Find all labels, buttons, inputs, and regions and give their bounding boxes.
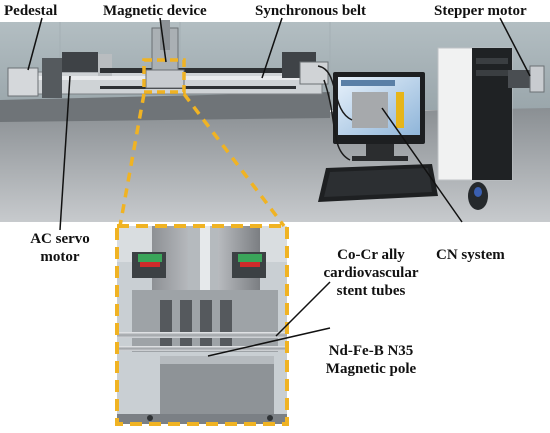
servo-motor-body — [42, 58, 62, 98]
label-pedestal: Pedestal — [4, 3, 58, 19]
synchronous-belt — [100, 68, 296, 73]
label-stent-line3: stent tubes — [336, 283, 406, 299]
label-stent-line2: cardiovascular — [323, 265, 419, 281]
label-band — [0, 0, 550, 22]
magnetic-pole-block — [160, 356, 274, 414]
pedestal-end-block — [7, 67, 39, 97]
label-stepper-motor: Stepper motor — [434, 3, 527, 19]
label-ac-servo-line2: motor — [40, 249, 80, 265]
stent-tube — [117, 332, 287, 338]
monitor-stand — [366, 144, 394, 158]
zoom-line-right — [182, 92, 286, 228]
table-edge — [0, 92, 330, 122]
label-pole-line1: Nd-Fe-B N35 — [328, 343, 414, 359]
highlight-box-small — [142, 58, 186, 94]
label-cn-system: CN system — [436, 247, 505, 263]
zoom-line-left — [118, 93, 146, 227]
label-synchronous-belt: Synchronous belt — [255, 3, 367, 19]
label-pole-line2: Magnetic pole — [325, 361, 417, 377]
label-ac-servo-line1: AC servo — [30, 231, 90, 247]
label-stent-line1: Co-Cr ally — [337, 247, 405, 263]
label-magnetic-device: Magnetic device — [103, 3, 207, 19]
servo-mount — [62, 52, 98, 72]
inset-photo — [117, 226, 287, 424]
label-ac-servo-motor: AC servo motor — [18, 230, 102, 266]
label-magnetic-pole: Nd-Fe-B N35 Magnetic pole — [306, 342, 436, 378]
label-stent-tubes: Co-Cr ally cardiovascular stent tubes — [306, 246, 436, 300]
leader-lines — [27, 17, 531, 357]
